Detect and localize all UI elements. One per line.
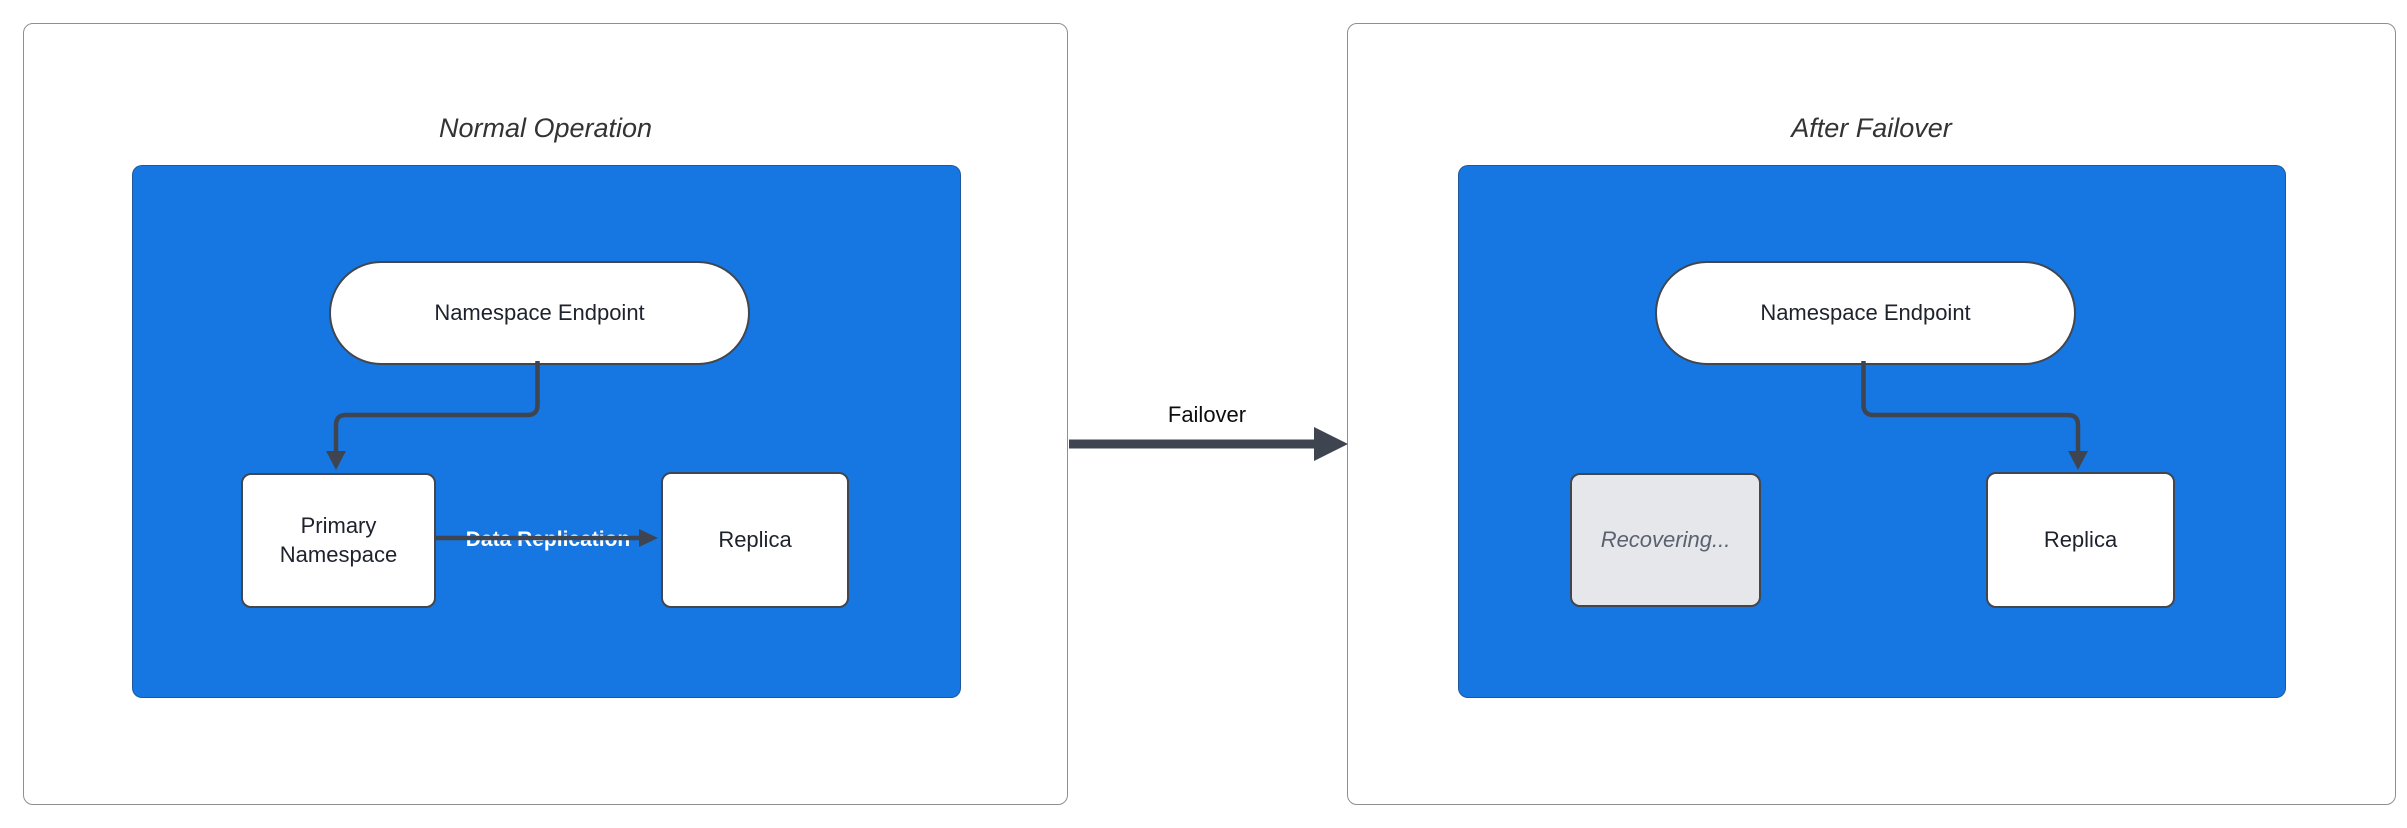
node-replica: Replica bbox=[661, 472, 849, 608]
node-replica: Replica bbox=[1986, 472, 2175, 608]
after-failover-panel: After Failover Namespace Endpoint Recove… bbox=[1347, 23, 2396, 805]
normal-operation-panel: Normal Operation Namespace Endpoint Prim… bbox=[23, 23, 1068, 805]
node-recovering: Recovering... bbox=[1570, 473, 1761, 607]
node-primary-namespace: Primary Namespace bbox=[241, 473, 436, 608]
node-label: Replica bbox=[718, 526, 792, 552]
node-label: Namespace Endpoint bbox=[434, 299, 645, 325]
node-namespace-endpoint: Namespace Endpoint bbox=[1655, 261, 2076, 365]
failover-arrowhead bbox=[1314, 427, 1348, 461]
failover-transition-label: Failover bbox=[1167, 402, 1247, 427]
node-label: Primary Namespace bbox=[279, 512, 398, 567]
panel-title: Normal Operation bbox=[438, 113, 653, 143]
namespace-group-normal: Namespace Endpoint Primary Namespace Rep… bbox=[132, 165, 961, 698]
node-label: Replica bbox=[2043, 526, 2118, 552]
node-namespace-endpoint: Namespace Endpoint bbox=[329, 261, 750, 365]
namespace-group-failover: Namespace Endpoint Recovering... Replica bbox=[1458, 165, 2286, 698]
panel-title: After Failover bbox=[1791, 113, 1952, 143]
node-label: Namespace Endpoint bbox=[1760, 299, 1971, 325]
edge-label-data-replication: Data Replication bbox=[459, 526, 637, 554]
node-label: Recovering... bbox=[1600, 526, 1731, 552]
